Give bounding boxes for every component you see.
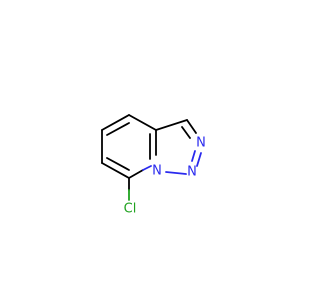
bond-n3-n2-inner bbox=[191, 150, 196, 162]
bond-c3-c4 bbox=[101, 162, 130, 179]
bond-c3-c4-inner bbox=[106, 157, 130, 171]
bond-c0-ch bbox=[155, 119, 188, 131]
bond-c0-c1 bbox=[128, 114, 157, 131]
bond-c1-c2 bbox=[101, 114, 130, 131]
structure-canvas: N N N Cl bbox=[101, 114, 206, 217]
triazole-ring bbox=[155, 119, 202, 175]
atom-label-n2: N bbox=[187, 165, 197, 180]
bond-ch-n3-inner bbox=[181, 126, 191, 139]
atom-label-cl: Cl bbox=[124, 202, 137, 217]
atom-label-n-bridge: N bbox=[152, 164, 162, 179]
bond-n3-n2 bbox=[196, 152, 202, 167]
bond-c4-c5 bbox=[128, 169, 144, 179]
atom-label-n3: N bbox=[196, 136, 206, 151]
pyridine-ring bbox=[101, 114, 157, 179]
bond-ch-n3 bbox=[186, 119, 197, 134]
bond-n2-nbridge bbox=[165, 171, 187, 175]
bond-c1-c2-inner bbox=[106, 122, 130, 136]
bond-c5-nbridge bbox=[142, 165, 152, 171]
